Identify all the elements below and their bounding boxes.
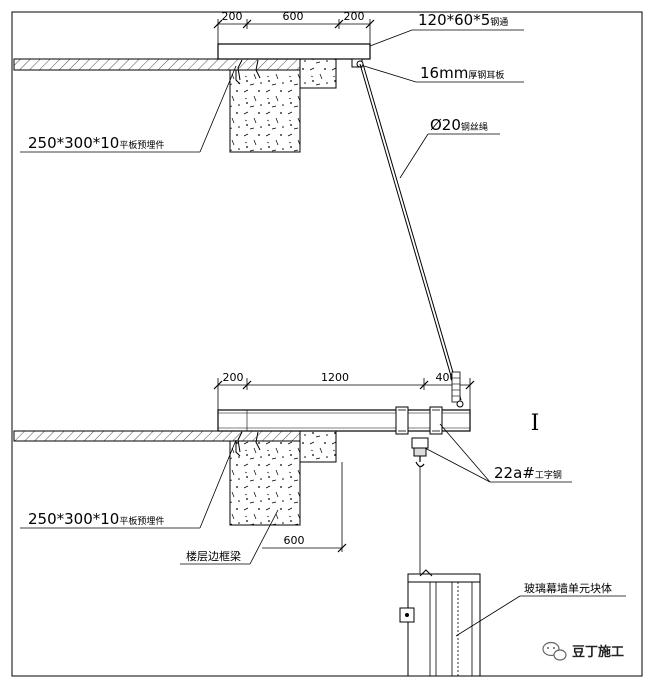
wechat-icon xyxy=(542,641,567,661)
ear-plate-callout: 16mm厚钢耳板 xyxy=(420,64,504,82)
bottom-floor-slab xyxy=(13,430,337,442)
steel-tube-spec: 120*60*5 xyxy=(418,11,490,29)
bottom-embed-anchors xyxy=(235,431,261,457)
watermark: 豆丁施工 xyxy=(542,641,624,661)
rope-turnbuckle xyxy=(451,371,464,408)
top-dimension-line: 200 600 200 xyxy=(213,10,375,44)
bottom-embed-callout: 250*300*10平板预埋件 xyxy=(28,510,164,528)
wire-rope-name: 钢丝绳 xyxy=(461,121,488,133)
beam-name: 工字钢 xyxy=(535,469,562,481)
wire-rope-spec: Ø20 xyxy=(430,116,461,134)
top-embed-callout: 250*300*10平板预埋件 xyxy=(28,134,164,152)
top-embed-name: 平板预埋件 xyxy=(119,139,164,151)
top-dim-2: 600 xyxy=(283,10,304,23)
ear-plate-name: 厚钢耳板 xyxy=(468,69,504,81)
steel-tube-name: 钢通 xyxy=(490,16,508,28)
top-dim-1: 200 xyxy=(222,10,243,23)
watermark-text: 豆丁施工 xyxy=(572,644,624,660)
top-floor-slab xyxy=(13,58,337,71)
bottom-dim-3: 400 xyxy=(436,371,457,384)
wire-rope xyxy=(359,63,462,401)
drawing-border xyxy=(11,11,643,677)
top-ear-plate xyxy=(351,58,364,68)
top-dim-3: 200 xyxy=(344,10,365,23)
steel-tube-callout: 120*60*5钢通 xyxy=(418,11,508,29)
bottom-dimension-line: 200 1200 400 xyxy=(213,371,475,410)
bottom-600-dimension: 600 xyxy=(262,462,347,553)
curtain-wall-unit xyxy=(399,569,481,677)
edge-beam-label: 楼层边框梁 xyxy=(186,549,241,563)
curtain-unit-label: 玻璃幕墙单元块体 xyxy=(524,581,612,595)
top-embed-spec: 250*300*10 xyxy=(28,134,119,152)
bottom-detail: 200 1200 400 xyxy=(13,371,626,677)
bottom-edge-beam xyxy=(229,440,301,526)
beam-callout: 22a#工字钢 xyxy=(494,464,562,482)
bottom-embed-spec: 250*300*10 xyxy=(28,510,119,528)
top-detail: 200 600 200 120*60*5钢通 xyxy=(13,10,524,401)
bottom-dim-1: 200 xyxy=(223,371,244,384)
top-steel-tube xyxy=(217,43,371,60)
bottom-embed-name: 平板预埋件 xyxy=(119,515,164,527)
dim-600: 600 xyxy=(284,534,305,547)
bottom-dim-2: 1200 xyxy=(321,371,349,384)
top-embed-anchors xyxy=(235,59,261,85)
chain-hoist xyxy=(411,437,429,574)
beam-spec: 22a# xyxy=(494,464,535,482)
section-symbol: I xyxy=(531,411,540,436)
beam-clamps xyxy=(395,406,443,435)
ear-plate-spec: 16mm xyxy=(420,64,468,82)
wire-rope-callout: Ø20钢丝绳 xyxy=(430,116,488,134)
